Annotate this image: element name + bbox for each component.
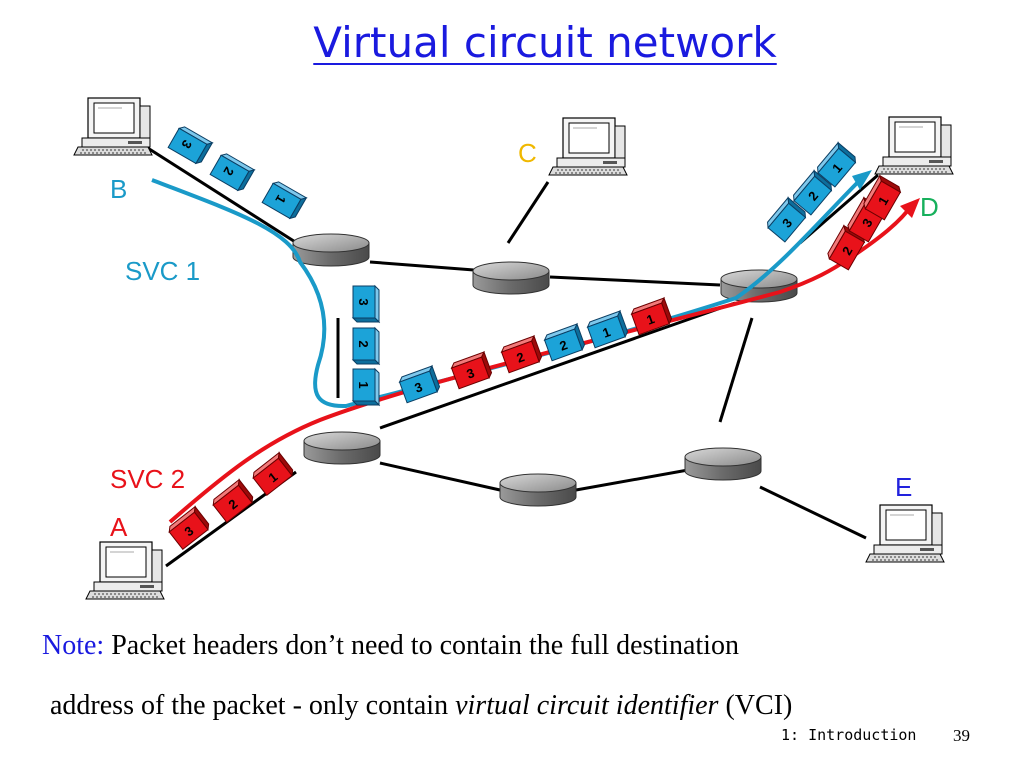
note-line-2: address of the packet - only contain vir… (50, 690, 792, 722)
red-packet: 1 (629, 297, 674, 336)
router-6 (684, 447, 762, 481)
note-line-1: Note: Packet headers don’t need to conta… (42, 630, 739, 662)
note-vci-abbrev: (VCI) (725, 690, 793, 721)
note-text-1: Packet headers don’t need to contain the… (111, 630, 739, 661)
host-c-label: C (518, 138, 537, 168)
host-b-computer-icon (73, 97, 153, 156)
slide-footer: 1: Introduction (781, 726, 917, 744)
blue-packet: 1 (352, 368, 380, 406)
blue-packet: 2 (209, 151, 255, 193)
blue-packet: 2 (790, 170, 835, 216)
packet-number: 2 (515, 349, 527, 366)
link-r1-r2 (369, 260, 475, 272)
packet-number: 3 (465, 365, 477, 382)
packet-number: 1 (645, 311, 657, 328)
red-packet: 3 (166, 506, 212, 550)
blue-packet: 1 (585, 310, 630, 349)
packet-number: 2 (558, 337, 570, 354)
link-r4-r5 (379, 461, 501, 492)
host-c-computer-icon (548, 117, 628, 176)
red-packet: 2 (499, 335, 544, 374)
packet-number: 1 (356, 381, 371, 388)
red-packet: 3 (845, 197, 887, 243)
blue-packet: 1 (261, 179, 307, 221)
router-5 (499, 473, 577, 507)
blue-packet: 2 (542, 323, 587, 362)
link-r5-r6 (575, 468, 689, 492)
router-1 (292, 233, 370, 267)
packet-number: 1 (601, 324, 613, 341)
host-d-label: D (920, 192, 939, 222)
blue-packet: 2 (352, 327, 380, 365)
svc1-arrowhead-icon (852, 170, 872, 190)
red-packet: 3 (449, 351, 494, 390)
link-b-r1 (142, 143, 301, 247)
link-r5-r3 (379, 301, 736, 430)
packet-number: 3 (356, 298, 371, 305)
svc2-arrowhead-icon (900, 198, 920, 218)
note-prefix: Note: (42, 630, 105, 661)
slide-title: Virtual circuit network (313, 18, 777, 67)
red-packet: 1 (250, 452, 296, 496)
host-b-label: B (110, 174, 128, 204)
svc1-label: SVC 1 (125, 256, 201, 286)
packet-number: 3 (413, 379, 425, 396)
link-r2-r3 (549, 275, 721, 287)
svc2-label: SVC 2 (110, 464, 186, 494)
link-c-r2 (506, 181, 550, 244)
host-e-computer-icon (865, 504, 945, 563)
svc1-path (151, 176, 864, 409)
blue-packet: 3 (764, 197, 809, 243)
page-number: 39 (953, 726, 970, 745)
blue-packet: 3 (167, 124, 213, 166)
note-text-2: address of the packet - only contain (50, 690, 449, 721)
link-r3-r6 (718, 317, 754, 423)
router-2 (472, 261, 550, 295)
host-d-computer-icon (874, 116, 954, 175)
packet-number: 2 (356, 340, 371, 347)
host-a-label: A (110, 512, 128, 542)
red-packet: 2 (825, 225, 867, 271)
red-packet: 1 (861, 175, 903, 221)
note-vci-term: virtual circuit identifier (455, 690, 719, 721)
blue-packet: 1 (814, 142, 859, 188)
host-e-label: E (895, 472, 913, 502)
red-packet: 2 (210, 479, 256, 523)
blue-packet: 3 (397, 365, 442, 404)
router-4 (303, 431, 381, 465)
blue-packet: 3 (352, 285, 380, 323)
host-a-computer-icon (85, 541, 165, 600)
link-r6-e (759, 485, 867, 540)
